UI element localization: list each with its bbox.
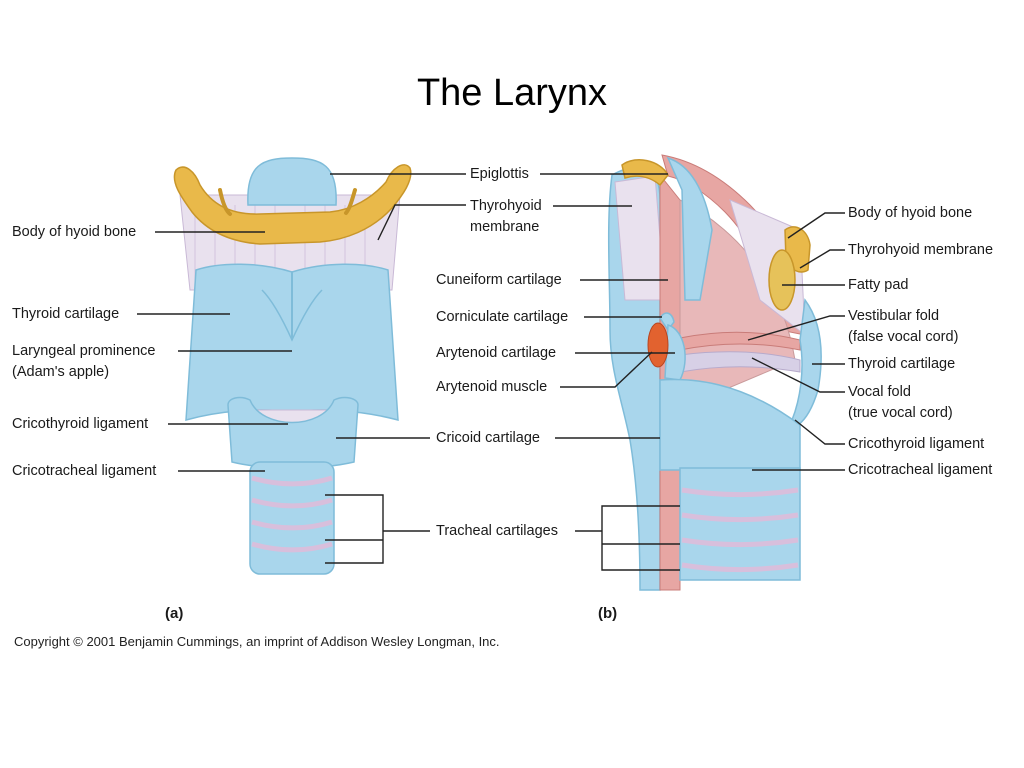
label-thyrohyoid-membrane-b: Thyrohyoid membrane [848, 242, 994, 258]
label-adams-apple: (Adam's apple) [12, 364, 110, 380]
page-title: The Larynx [416, 72, 608, 114]
hyoid-bone-a [173, 164, 412, 245]
label-cuneiform-cartilage: Cuneiform cartilage [436, 272, 562, 288]
label-body-of-hyoid-bone-a: Body of hyoid bone [12, 224, 137, 240]
label-false-vocal-cord: (false vocal cord) [848, 329, 959, 345]
fatty-pad-b [768, 249, 796, 311]
label-fatty-pad: Fatty pad [848, 277, 909, 293]
larynx-anterior-view [173, 157, 412, 575]
label-epiglottis: Epiglottis [470, 166, 529, 182]
label-true-vocal-cord: (true vocal cord) [848, 405, 953, 421]
trachea-a [249, 461, 335, 575]
label-thyroid-cartilage-a: Thyroid cartilage [12, 306, 120, 322]
label-tracheal-cartilages: Tracheal cartilages [436, 523, 558, 539]
label-thyroid-cartilage-b: Thyroid cartilage [848, 356, 956, 372]
label-corniculate-cartilage: Corniculate cartilage [436, 309, 569, 325]
trachea-b [679, 467, 801, 581]
label-cricoid-cartilage: Cricoid cartilage [436, 430, 540, 446]
label-thyrohyoid-membrane: membrane [470, 219, 540, 235]
label-laryngeal-prominence: Laryngeal prominence [12, 343, 156, 359]
cricoid-cartilage-b [659, 378, 801, 471]
leader-lines [137, 173, 845, 571]
copyright-notice: Copyright © 2001 Benjamin Cummings, an i… [14, 634, 500, 649]
epiglottis-a [247, 157, 337, 206]
label-body-of-hyoid-bone-b: Body of hyoid bone [848, 205, 973, 221]
label-vestibular-fold: Vestibular fold [848, 308, 940, 324]
hyoid-bone-b [621, 159, 669, 187]
label-arytenoid-cartilage: Arytenoid cartilage [436, 345, 557, 361]
thyroid-cartilage-b [791, 298, 822, 426]
label-cricothyroid-ligament-b: Cricothyroid ligament [848, 436, 985, 452]
larynx-sagittal-view [607, 154, 822, 591]
label-arytenoid-muscle: Arytenoid muscle [436, 379, 548, 395]
label-cricothyroid-ligament-a: Cricothyroid ligament [12, 416, 149, 432]
vestibular-fold-b [679, 331, 801, 351]
label-cricotracheal-ligament-a: Cricotracheal ligament [12, 463, 157, 479]
panel-label-a: (a) [165, 605, 184, 622]
label-cricotracheal-ligament-b: Cricotracheal ligament [848, 462, 993, 478]
label-thyrohyoid: Thyrohyoid [470, 198, 542, 214]
label-vocal-fold: Vocal fold [848, 384, 911, 400]
panel-label-b: (b) [598, 605, 618, 622]
epiglottis-b [666, 156, 713, 301]
arytenoid-muscle-b [647, 322, 669, 368]
